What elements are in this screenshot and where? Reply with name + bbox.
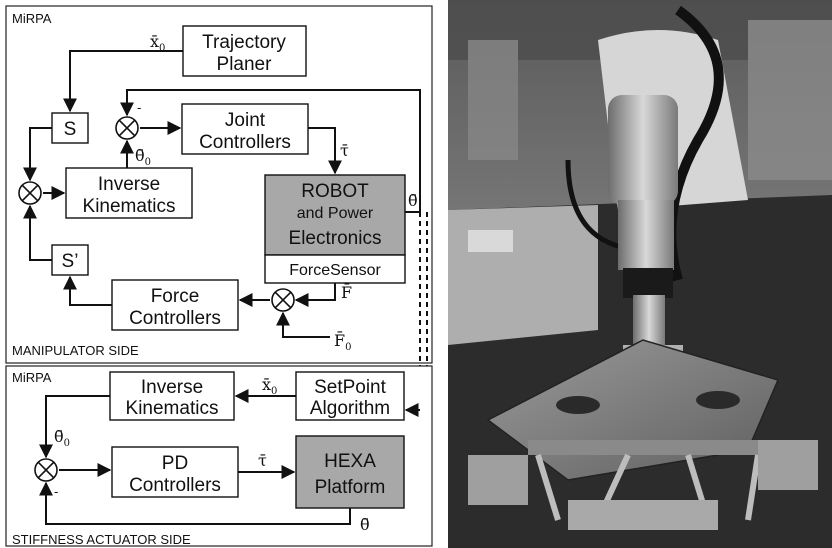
signal-theta-stiff: θ̄ <box>360 515 370 534</box>
s-block-label: S <box>64 119 77 140</box>
inverse-kinematics-label-2: Kinematics <box>83 196 176 217</box>
inverse-kinematics-label-1: Inverse <box>98 174 160 195</box>
small-box <box>468 230 513 252</box>
robot-label-2: and Power <box>297 205 374 222</box>
force-controllers-label-1: Force <box>151 286 200 307</box>
robot-photo <box>448 0 832 548</box>
minus-sign-pd: - <box>54 484 58 499</box>
robot-wrist <box>618 200 674 270</box>
stiffness-side-label: STIFFNESS ACTUATOR SIDE <box>12 532 191 547</box>
control-block-diagram: MiRPA MANIPULATOR SIDE Trajectory Planer… <box>0 0 446 548</box>
hexa-label-1: HEXA <box>324 451 376 472</box>
stiffness-brand: MiRPA <box>12 370 52 385</box>
signal-tau-stiff: τ̄ <box>258 451 267 470</box>
minus-sign-joint: - <box>137 100 141 115</box>
sum-junction-force <box>272 289 294 311</box>
trajectory-planer-label-2: Planer <box>217 54 273 75</box>
sum-junction-pd <box>35 459 57 481</box>
stiff-ik-label-2: Kinematics <box>126 398 219 419</box>
robot-label-1: ROBOT <box>301 181 369 202</box>
s-prime-label: S’ <box>62 251 79 272</box>
plate-hole-right <box>696 391 740 409</box>
force-sensor-label: ForceSensor <box>289 262 381 279</box>
end-effector <box>633 295 665 345</box>
pd-controllers-label-1: PD <box>162 453 188 474</box>
motor-left <box>468 455 528 505</box>
sum-junction-ik <box>19 182 41 204</box>
joint-controllers-label-1: Joint <box>225 110 266 131</box>
sum-junction-joint <box>116 117 138 139</box>
joint-controllers-label-2: Controllers <box>199 132 291 153</box>
manipulator-side-label: MANIPULATOR SIDE <box>12 343 139 358</box>
manipulator-brand: MiRPA <box>12 11 52 26</box>
plate-hole-left <box>556 396 600 414</box>
force-controllers-label-2: Controllers <box>129 308 221 329</box>
hexa-label-2: Platform <box>315 477 386 498</box>
stiff-ik-label-1: Inverse <box>141 377 203 398</box>
signal-F: F̄ <box>341 281 352 302</box>
robot-label-3: Electronics <box>289 228 382 249</box>
hexapod-base <box>568 500 718 530</box>
motor-right <box>758 440 818 490</box>
signal-tau-manip: τ̄ <box>340 141 349 160</box>
setpoint-label-1: SetPoint <box>314 377 387 398</box>
setpoint-label-2: Algorithm <box>310 398 390 419</box>
force-sensor-unit <box>623 268 673 298</box>
signal-theta-manip: θ̄ <box>408 191 418 210</box>
trajectory-planer-label-1: Trajectory <box>202 32 286 53</box>
pd-controllers-label-2: Controllers <box>129 475 221 496</box>
hexapod-rail <box>528 440 778 455</box>
robot-arm-joint <box>608 95 678 205</box>
paper-sheet <box>448 205 598 345</box>
